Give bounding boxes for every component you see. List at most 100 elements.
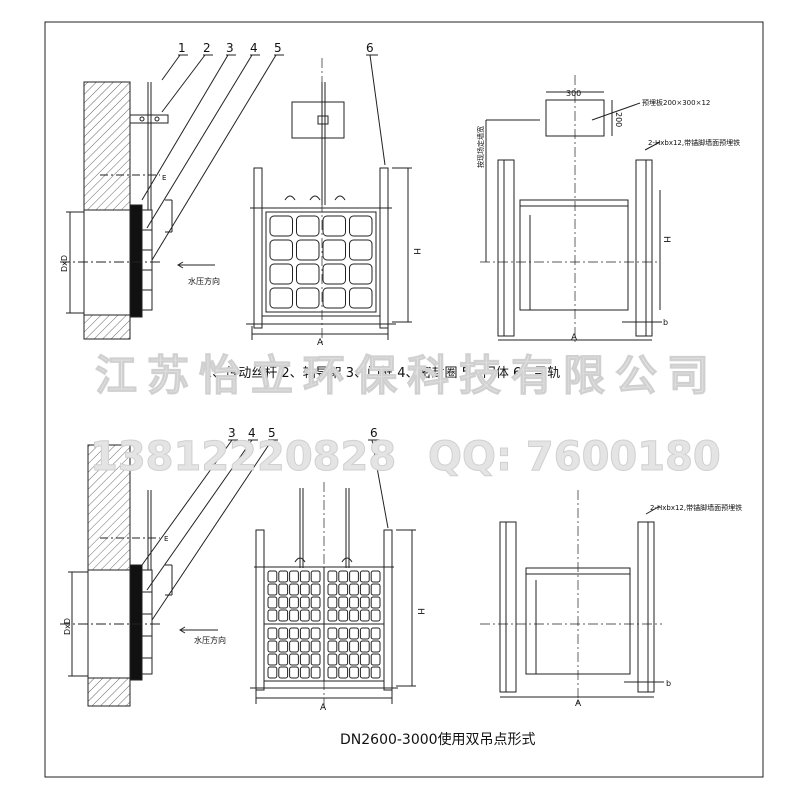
gate-panel-cell <box>370 666 381 679</box>
gate-panel-cell <box>359 609 370 622</box>
gate-panel-cell <box>359 627 370 640</box>
gate-panel-cell <box>370 596 381 609</box>
gate-panel-cell <box>338 653 349 666</box>
gate-panel-cell <box>289 627 299 640</box>
gate-panel-cell <box>349 609 359 622</box>
gate-panel-cell <box>359 570 370 583</box>
wall-width-label: 按现场定墙宽 <box>476 126 485 168</box>
guide-rail-right-lower <box>637 521 655 693</box>
bottom-section-labels: 3 4 5 E DxD 水压方向 <box>63 426 276 645</box>
gate-panel-cell <box>327 583 338 596</box>
bottom-front-view <box>250 439 416 710</box>
drawing-caption: DN2600-3000使用双吊点形式 <box>340 731 536 748</box>
gate-panel-cell <box>299 583 310 596</box>
watermark-phone: 13812220828 <box>90 434 396 480</box>
gate-panel-cell <box>289 583 299 596</box>
embedded-plate <box>545 99 605 137</box>
gate-panel-cell <box>310 609 321 622</box>
dim-label-A-plan: A <box>571 333 578 343</box>
bottom-section-view <box>60 439 278 707</box>
gate-panel-cell <box>269 287 293 309</box>
gate-panel-cell <box>278 666 289 679</box>
gate-panel-cell <box>267 666 278 679</box>
sheet-border <box>44 21 764 778</box>
top-plan-view <box>480 75 662 345</box>
gate-frame <box>129 204 143 318</box>
gate-panel-cell <box>299 653 310 666</box>
gate-panel-cell <box>349 596 359 609</box>
flow-direction-label: 水压方向 <box>188 276 220 286</box>
dim-label-200: 200 <box>614 112 623 127</box>
gate-panel-cell <box>278 640 289 653</box>
gate-panel-cell <box>278 596 289 609</box>
gate-panel-cell <box>289 609 299 622</box>
guide-rail-left <box>497 159 515 337</box>
gate-panel-cell <box>310 666 321 679</box>
gate-panel-grid <box>269 215 373 309</box>
gate-panel-cell <box>327 653 338 666</box>
bottom-plan-labels: 2-Hxbx12,带锚脚墙面预埋铁 A b <box>575 503 742 709</box>
gate-panel-cell <box>269 263 293 285</box>
gate-panel-cell <box>338 596 349 609</box>
gate-leaf <box>261 207 381 317</box>
gate-panel-cell <box>278 609 289 622</box>
gate-panel-cell <box>278 653 289 666</box>
top-front-labels: 6 H A <box>317 41 421 348</box>
gate-panel-cell <box>299 640 310 653</box>
callout-3-lower: 3 <box>228 426 236 440</box>
gate-panel-cell <box>327 666 338 679</box>
gate-panel-cell <box>267 596 278 609</box>
gate-panel-cell <box>338 570 349 583</box>
gate-panel-cell <box>299 570 310 583</box>
gate-panel-cell <box>269 239 293 261</box>
gate-panel-cell <box>349 627 359 640</box>
gate-panel-cell <box>299 666 310 679</box>
watermark-company: 江苏怡立环保科技有限公司 <box>95 351 719 400</box>
gate-panel-cell <box>278 583 289 596</box>
dim-label-DxD: DxD <box>60 255 69 272</box>
gate-panel-cell <box>299 627 310 640</box>
gate-panel-cell <box>349 640 359 653</box>
dim-label-E: E <box>162 174 166 182</box>
gate-panel-cell <box>296 215 320 237</box>
gate-panel-cell <box>322 263 346 285</box>
gate-panel-cell <box>338 609 349 622</box>
gate-panel-cell <box>338 583 349 596</box>
gate-frame-lower <box>129 564 143 681</box>
gate-panel-cell <box>370 653 381 666</box>
gate-panel-cell <box>370 570 381 583</box>
gate-panel-cell <box>338 666 349 679</box>
watermark-qq: QQ: 7600180 <box>428 434 721 480</box>
dim-label-300: 300 <box>566 89 581 98</box>
gate-panel-cell <box>322 287 346 309</box>
gate-panel-cell <box>349 653 359 666</box>
gate-panel-cell <box>327 570 338 583</box>
gate-panel-cell <box>359 653 370 666</box>
gate-panel-cell <box>327 627 338 640</box>
dim-label-A-lower: A <box>320 703 327 713</box>
gate-panel-cell <box>299 609 310 622</box>
callout-3: 3 <box>226 41 234 55</box>
dim-label-b: b <box>663 318 668 327</box>
gate-panel-cell <box>278 627 289 640</box>
gate-panel-cell <box>349 570 359 583</box>
gate-panel-cell <box>338 640 349 653</box>
gate-panel-cell <box>269 215 293 237</box>
gate-panel-grid-lower <box>267 570 381 679</box>
dim-label-H-plan: H <box>661 236 671 243</box>
gate-panel-cell <box>296 263 320 285</box>
gate-panel-cell <box>322 239 346 261</box>
gate-panel-cell <box>349 239 373 261</box>
gate-panel-cell <box>289 570 299 583</box>
flow-direction-label-lower: 水压方向 <box>194 635 226 645</box>
callout-5-lower: 5 <box>268 426 276 440</box>
gate-panel-cell <box>310 653 321 666</box>
dim-label-DxD-lower: DxD <box>63 618 72 635</box>
gate-panel-cell <box>359 666 370 679</box>
gate-panel-cell <box>370 609 381 622</box>
gate-panel-cell <box>322 215 346 237</box>
callout-1: 1 <box>178 41 186 55</box>
callout-2: 2 <box>203 41 211 55</box>
gate-panel-cell <box>310 583 321 596</box>
